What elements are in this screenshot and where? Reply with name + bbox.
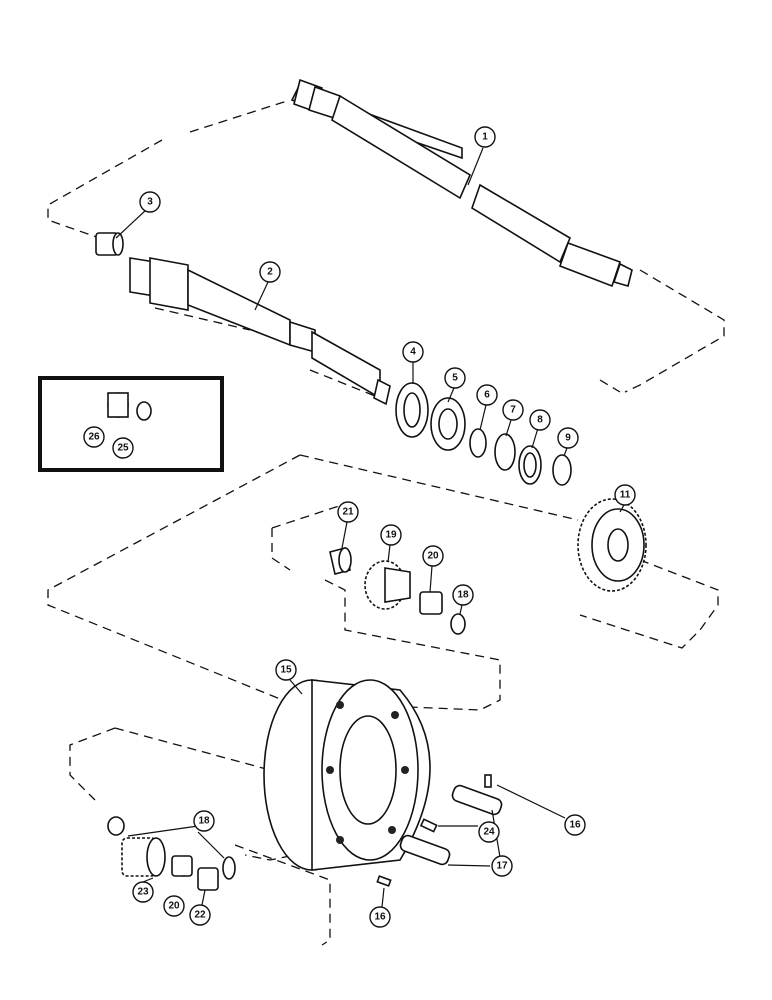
- screw-part-24-icon: [419, 818, 438, 833]
- callout-20-upper: 20: [422, 545, 444, 567]
- shaft-part-1-icon: [290, 78, 633, 288]
- callout-19: 19: [380, 524, 402, 546]
- callout-label: 5: [452, 373, 458, 384]
- callout-label: 16: [374, 912, 386, 923]
- dashed-group-shaft: [47, 99, 725, 401]
- callout-7: 7: [502, 399, 524, 421]
- callout-21: 21: [337, 501, 359, 523]
- dashed-group-lower: [69, 727, 331, 946]
- callout-1: 1: [474, 126, 496, 148]
- gear-part-23-icon: [121, 837, 166, 877]
- callout-18-upper: 18: [452, 584, 474, 606]
- callout-11: 11: [614, 484, 636, 506]
- shaft-part-2-icon: [129, 257, 391, 406]
- callout-label: 8: [537, 415, 543, 426]
- callout-16-upper: 16: [564, 814, 586, 836]
- callouts: 1 3 2 4 5 6 7 8 9 11 21 19 20 18 15 16 2…: [83, 126, 636, 928]
- callout-label: 25: [117, 443, 129, 454]
- pin-part-17-upper-icon: [451, 784, 503, 816]
- leader-lines: [115, 147, 625, 908]
- callout-25: 25: [112, 437, 134, 459]
- bearing-part-5-icon: [430, 397, 466, 451]
- callout-label: 18: [457, 590, 469, 601]
- callout-label: 24: [483, 827, 495, 838]
- inset-bushing-icon: [107, 392, 129, 418]
- callout-4: 4: [402, 341, 424, 363]
- callout-label: 22: [194, 910, 206, 921]
- needle-bearing-part-8-icon: [518, 445, 542, 485]
- callout-label: 16: [569, 820, 581, 831]
- washer-part-4-icon: [395, 382, 429, 438]
- callout-20-lower: 20: [163, 895, 185, 917]
- callout-label: 9: [565, 433, 571, 444]
- inset-box: [38, 376, 224, 472]
- gear-part-19-icon: [364, 560, 411, 610]
- gear-part-11-icon: [577, 498, 647, 592]
- washer-part-7-icon: [494, 433, 516, 471]
- callout-label: 7: [510, 405, 516, 416]
- callout-15: 15: [275, 659, 297, 681]
- callout-label: 3: [147, 197, 153, 208]
- needle-bearing-part-20-upper-icon: [419, 591, 443, 615]
- callout-16-lower: 16: [369, 906, 391, 928]
- ring-part-18-upper-icon: [450, 613, 466, 635]
- needle-bearing-part-20-lower-icon: [171, 855, 193, 877]
- callout-2: 2: [259, 261, 281, 283]
- dashed-group-cluster: [271, 504, 501, 711]
- callout-label: 18: [198, 816, 210, 827]
- callout-3: 3: [139, 191, 161, 213]
- callout-label: 6: [484, 390, 490, 401]
- callout-label: 17: [496, 861, 508, 872]
- callout-18-lower: 18: [193, 810, 215, 832]
- callout-label: 4: [410, 347, 416, 358]
- pin-part-16-upper-icon: [484, 774, 492, 788]
- callout-6: 6: [476, 384, 498, 406]
- callout-9: 9: [557, 427, 579, 449]
- callout-label: 26: [88, 432, 100, 443]
- callout-5: 5: [444, 367, 466, 389]
- callout-22: 22: [189, 904, 211, 926]
- callout-8: 8: [529, 409, 551, 431]
- callout-label: 2: [267, 267, 273, 278]
- ring-part-9-icon: [552, 454, 572, 486]
- inset-washer-icon: [136, 401, 152, 421]
- callout-label: 20: [168, 901, 180, 912]
- bushing-part-21-icon: [329, 547, 352, 575]
- pin-part-17-lower-icon: [399, 834, 451, 866]
- callout-label: 1: [482, 132, 488, 143]
- pin-part-16-lower-icon: [376, 875, 392, 887]
- ring-part-18-left-icon: [107, 816, 125, 836]
- callout-26: 26: [83, 426, 105, 448]
- callout-label: 20: [427, 551, 439, 562]
- housing-part-15-icon: [263, 679, 431, 871]
- needle-bearing-part-22-icon: [197, 867, 219, 891]
- callout-label: 23: [137, 887, 149, 898]
- callout-17-upper: 17: [491, 855, 513, 877]
- bushing-part-3-icon: [95, 232, 124, 256]
- callout-label: 15: [280, 665, 292, 676]
- callout-24: 24: [478, 821, 500, 843]
- callout-label: 21: [342, 507, 354, 518]
- callout-label: 11: [620, 490, 631, 501]
- callout-23: 23: [132, 881, 154, 903]
- callout-label: 19: [385, 530, 397, 541]
- dashed-group-housing: [47, 454, 719, 708]
- snap-ring-part-6-icon: [469, 428, 487, 458]
- ring-part-18-right-icon: [222, 856, 236, 880]
